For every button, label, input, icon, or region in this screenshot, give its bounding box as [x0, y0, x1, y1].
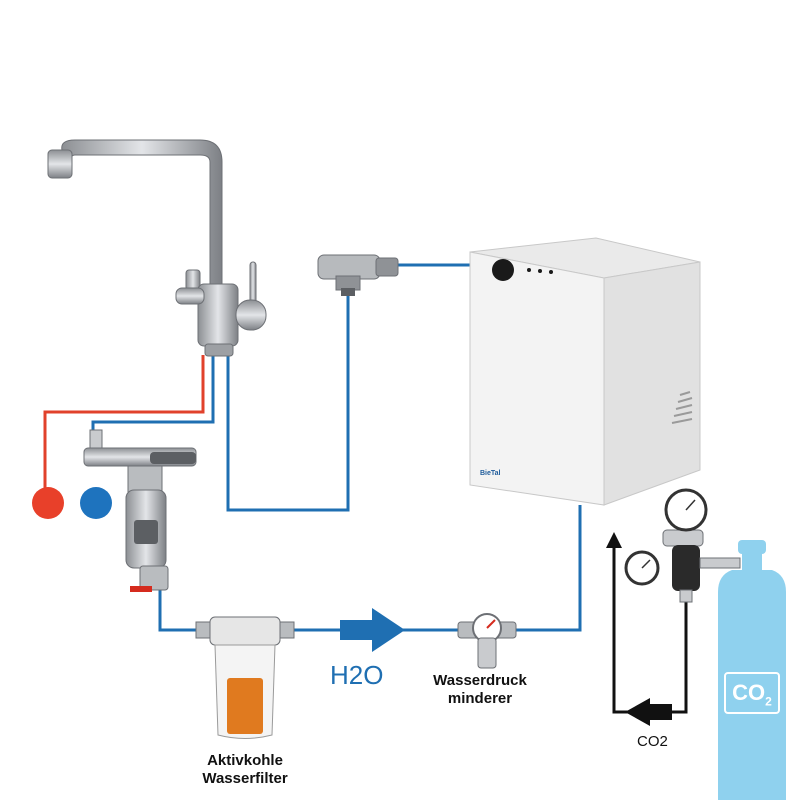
- filter-cartridge: [227, 678, 263, 734]
- angle-valve-assembly: [83, 429, 197, 592]
- filter-label-line2: Wasserfilter: [202, 770, 288, 787]
- co2-bottle-badge: CO2: [724, 672, 780, 714]
- hot-supply-dot: [32, 487, 64, 519]
- co2-bottle: [718, 540, 786, 800]
- reducer-label-line2: minderer: [447, 690, 513, 707]
- filter-label-line1: Aktivkohle: [207, 752, 283, 769]
- faucet: [47, 139, 267, 357]
- carbon-filter: [195, 616, 295, 739]
- co2-up-arrow: [606, 532, 622, 548]
- brand-logo: BieTal: [480, 470, 501, 477]
- pressure-reducer: [457, 613, 517, 669]
- co2-line-label: CO2: [637, 733, 668, 750]
- h2o-flow-arrow: [340, 608, 405, 652]
- co2-line: [606, 532, 688, 726]
- cold-water-line: [91, 355, 215, 430]
- co2-flow-arrow: [625, 698, 672, 726]
- co2-badge-sub: 2: [765, 694, 772, 709]
- hot-water-line: [43, 355, 205, 490]
- co2-regulator: [624, 488, 741, 603]
- h2o-label: H2O: [330, 660, 384, 690]
- co2-badge-main: CO: [732, 680, 766, 705]
- inline-cooler-valve: [317, 254, 399, 296]
- reducer-label-line1: Wasserdruck: [433, 672, 527, 689]
- soda-cabinet: [469, 237, 701, 506]
- faucet-to-unit-line: [226, 290, 350, 512]
- cold-supply-dot: [80, 487, 112, 519]
- reducer-label: Wasserdruck minderer: [420, 672, 540, 708]
- filter-label: Aktivkohle Wasserfilter: [185, 752, 305, 788]
- reducer-to-cabinet-line: [515, 505, 582, 632]
- cabinet-knob: [492, 259, 514, 281]
- valve-to-filter-line: [158, 590, 200, 632]
